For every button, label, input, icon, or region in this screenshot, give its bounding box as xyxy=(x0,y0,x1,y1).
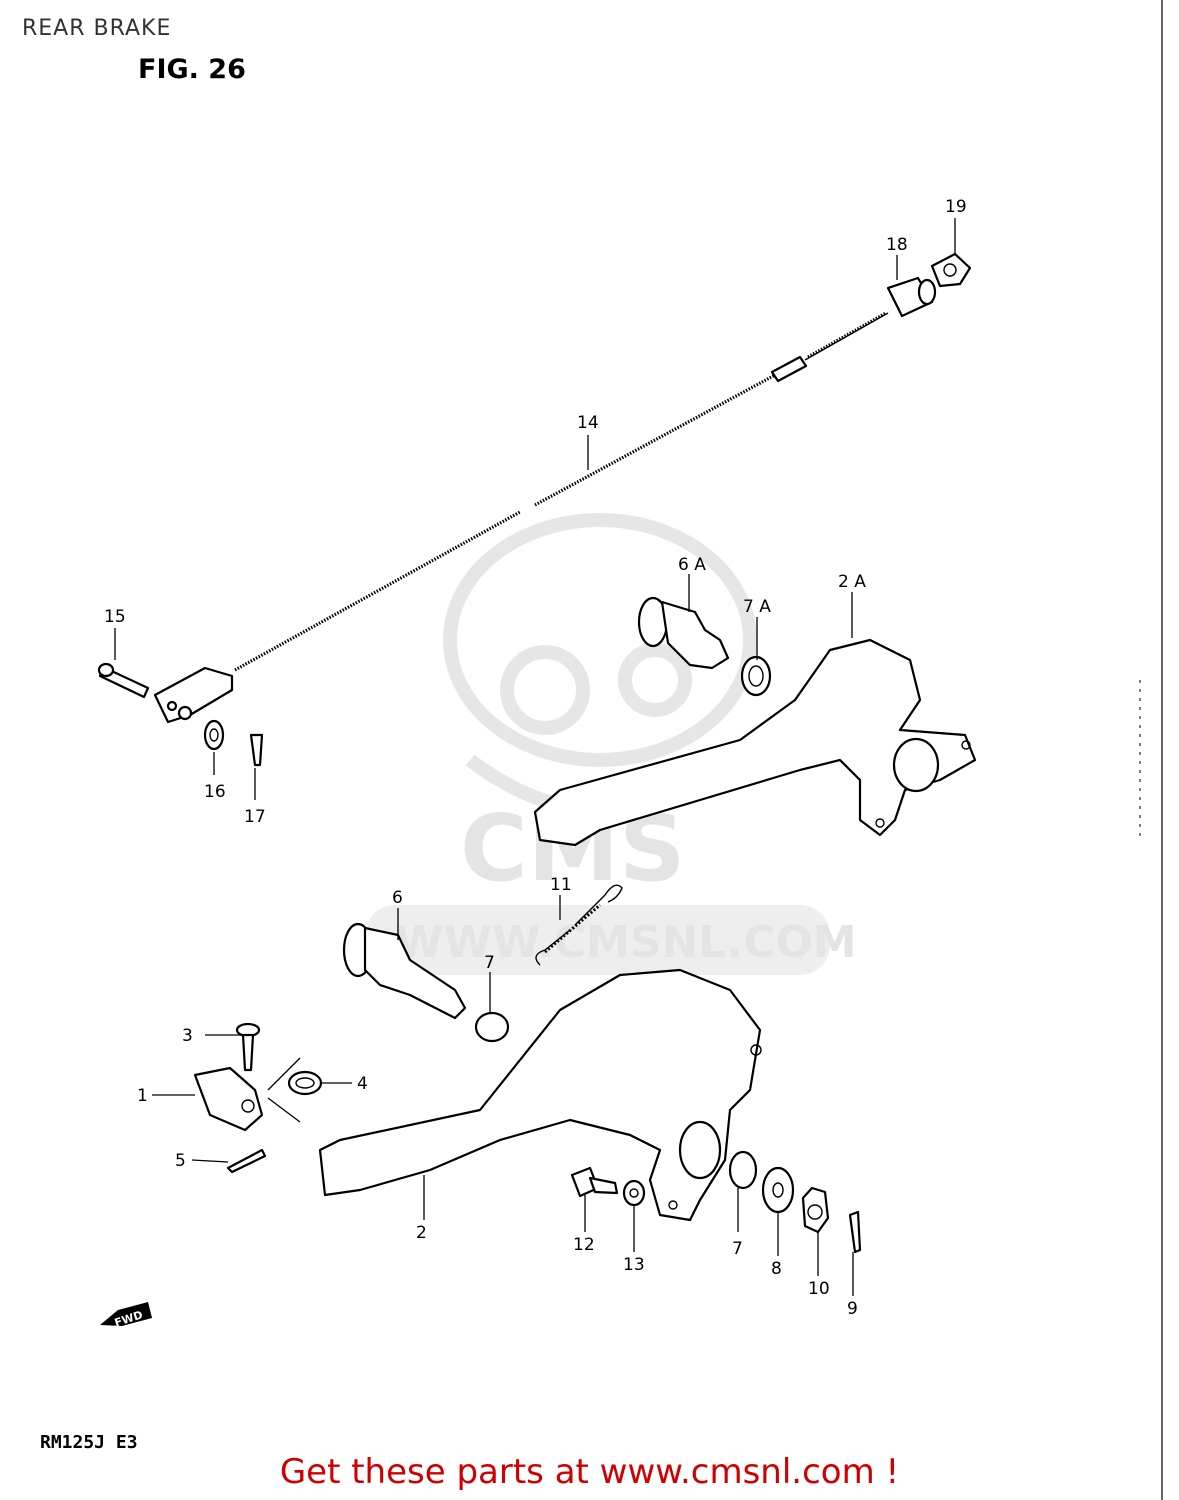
cotter-pin-9 xyxy=(848,1210,862,1254)
nut-13 xyxy=(622,1179,646,1207)
footer-cta[interactable]: Get these parts at www.cmsnl.com ! xyxy=(279,1452,900,1492)
pivot-shaft-6a xyxy=(637,596,730,670)
footrest-spring-4 xyxy=(287,1070,323,1096)
callout-18: 18 xyxy=(886,235,908,255)
header-title: REAR BRAKE xyxy=(22,16,172,41)
callout-3: 3 xyxy=(182,1026,193,1046)
callout-4: 4 xyxy=(357,1074,368,1094)
brake-pedal-2 xyxy=(318,968,762,1222)
footrest-pin-3 xyxy=(235,1022,261,1072)
cotter-pin-5 xyxy=(226,1148,267,1174)
callout-13: 13 xyxy=(623,1255,645,1275)
figure-label: FIG. 26 xyxy=(138,54,246,85)
fwd-arrow-icon: FWD xyxy=(100,1302,152,1330)
adjuster-nut-19 xyxy=(930,252,972,288)
footrest-1 xyxy=(193,1066,264,1132)
callout-14: 14 xyxy=(577,413,599,433)
brake-cable xyxy=(234,311,889,672)
clevis xyxy=(153,666,234,724)
washer-7a xyxy=(740,655,772,697)
callout-9: 9 xyxy=(847,1299,858,1319)
callout-7: 7 xyxy=(484,953,495,973)
callout-11: 11 xyxy=(550,875,572,895)
callout-6a: 6 A xyxy=(678,555,706,575)
leader-lines xyxy=(114,218,956,1296)
bolt-12 xyxy=(570,1166,619,1198)
cable-joint-18 xyxy=(886,276,937,318)
callout-19: 19 xyxy=(945,197,967,217)
callout-16: 16 xyxy=(204,782,226,802)
callout-2: 2 xyxy=(416,1223,427,1243)
circlip-7-right xyxy=(728,1150,758,1190)
cotter-pin-17 xyxy=(249,733,264,767)
callout-5: 5 xyxy=(175,1151,186,1171)
model-code: RM125J E3 xyxy=(40,1432,138,1453)
nut-10 xyxy=(801,1186,830,1234)
watermark-url: WWW.CMSNL.COM xyxy=(395,917,857,968)
callout-8: 8 xyxy=(771,1259,782,1279)
watermark: CMS WWW.CMSNL.COM xyxy=(365,513,857,975)
pivot-shaft-6 xyxy=(342,922,467,1020)
callout-7a: 7 A xyxy=(743,597,771,617)
callout-17: 17 xyxy=(244,807,266,827)
callout-1: 1 xyxy=(137,1086,148,1106)
callout-7-right: 7 xyxy=(732,1239,743,1259)
circlip-7 xyxy=(474,1011,510,1043)
callout-6: 6 xyxy=(392,888,403,908)
scan-border xyxy=(1139,0,1163,1500)
washer-16 xyxy=(203,719,225,751)
callout-2a: 2 A xyxy=(838,572,866,592)
clevis-pin xyxy=(97,662,150,699)
callout-10: 10 xyxy=(808,1279,830,1299)
brake-pedal-2a xyxy=(533,638,977,847)
return-spring-11 xyxy=(535,884,623,966)
callout-15: 15 xyxy=(104,607,126,627)
washer-8 xyxy=(761,1166,795,1214)
callout-12: 12 xyxy=(573,1235,595,1255)
